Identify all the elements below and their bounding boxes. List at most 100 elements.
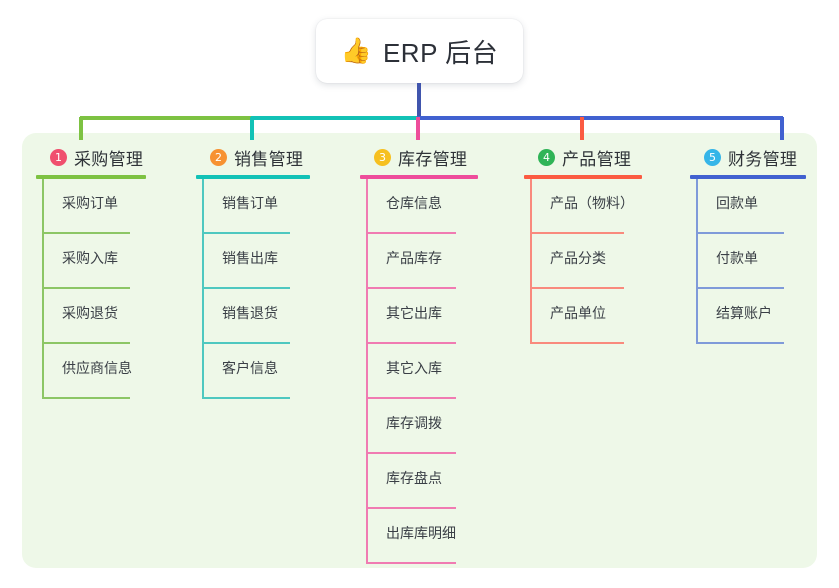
leaf-item[interactable]: 产品（物料） bbox=[524, 179, 642, 234]
leaf-spine bbox=[366, 509, 368, 564]
branch-column-1: 1 采购管理采购订单采购入库采购退货供应商信息 bbox=[36, 145, 146, 399]
leaf-spine bbox=[202, 344, 204, 399]
leaf-item-label: 销售订单 bbox=[222, 195, 278, 211]
leaf-underline bbox=[366, 397, 456, 399]
leaf-spine bbox=[530, 234, 532, 289]
leaf-item[interactable]: 客户信息 bbox=[196, 344, 310, 399]
leaf-spine bbox=[202, 179, 204, 234]
leaf-item[interactable]: 其它出库 bbox=[360, 289, 478, 344]
leaf-underline bbox=[366, 507, 456, 509]
root-node-content: 👍 ERP 后台 bbox=[341, 33, 498, 70]
leaf-item-label: 销售出库 bbox=[222, 250, 278, 266]
branch-underline-4 bbox=[524, 175, 642, 179]
leaf-item[interactable]: 回款单 bbox=[690, 179, 806, 234]
branch-underline-1 bbox=[36, 175, 146, 179]
leaf-item-label: 采购退货 bbox=[62, 305, 118, 321]
branch-column-4: 4 产品管理产品（物料） 产品分类产品单位 bbox=[524, 145, 642, 344]
leaf-underline bbox=[202, 342, 290, 344]
leaf-item-label: 产品（物料） bbox=[550, 195, 634, 211]
branch-items-1: 采购订单采购入库采购退货供应商信息 bbox=[36, 179, 146, 399]
branch-header-2[interactable]: 2 销售管理 bbox=[196, 145, 310, 169]
leaf-underline bbox=[42, 397, 130, 399]
leaf-item-label: 库存调拨 bbox=[386, 415, 442, 431]
leaf-underline bbox=[202, 287, 290, 289]
leaf-item[interactable]: 销售退货 bbox=[196, 289, 310, 344]
leaf-item[interactable]: 供应商信息 bbox=[36, 344, 146, 399]
branch-title-2: 销售管理 bbox=[234, 149, 304, 169]
branch-title-4: 产品管理 bbox=[562, 149, 632, 169]
branch-underline-2 bbox=[196, 175, 310, 179]
leaf-item-label: 付款单 bbox=[716, 250, 758, 266]
leaf-spine bbox=[366, 454, 368, 509]
leaf-spine bbox=[42, 234, 44, 289]
branch-header-1[interactable]: 1 采购管理 bbox=[36, 145, 146, 169]
leaf-underline bbox=[366, 287, 456, 289]
branch-number-badge-4: 4 bbox=[538, 148, 555, 166]
leaf-spine bbox=[696, 289, 698, 344]
branch-items-4: 产品（物料） 产品分类产品单位 bbox=[524, 179, 642, 344]
leaf-item[interactable]: 采购入库 bbox=[36, 234, 146, 289]
leaf-item-label: 出库库明细 bbox=[386, 525, 456, 541]
branches-panel bbox=[22, 133, 817, 568]
branch-number-badge-1: 1 bbox=[50, 148, 67, 166]
branch-items-5: 回款单付款单结算账户 bbox=[690, 179, 806, 344]
branch-items-2: 销售订单销售出库销售退货客户信息 bbox=[196, 179, 310, 399]
leaf-item[interactable]: 结算账户 bbox=[690, 289, 806, 344]
leaf-item[interactable]: 产品单位 bbox=[524, 289, 642, 344]
leaf-item[interactable]: 仓库信息 bbox=[360, 179, 478, 234]
leaf-underline bbox=[530, 342, 624, 344]
leaf-spine bbox=[202, 234, 204, 289]
leaf-item[interactable]: 采购订单 bbox=[36, 179, 146, 234]
leaf-spine bbox=[42, 289, 44, 344]
leaf-underline bbox=[202, 397, 290, 399]
leaf-underline bbox=[366, 452, 456, 454]
leaf-underline bbox=[366, 232, 456, 234]
leaf-item[interactable]: 产品分类 bbox=[524, 234, 642, 289]
leaf-underline bbox=[202, 232, 290, 234]
branch-title-1: 采购管理 bbox=[74, 149, 144, 169]
leaf-underline bbox=[42, 342, 130, 344]
leaf-item-label: 供应商信息 bbox=[62, 360, 132, 376]
leaf-item[interactable]: 付款单 bbox=[690, 234, 806, 289]
leaf-underline bbox=[42, 287, 130, 289]
branch-title-5: 财务管理 bbox=[728, 149, 798, 169]
leaf-spine bbox=[530, 289, 532, 344]
leaf-item[interactable]: 销售出库 bbox=[196, 234, 310, 289]
leaf-spine bbox=[366, 289, 368, 344]
branch-number-badge-2: 2 bbox=[210, 148, 227, 166]
leaf-item-label: 其它入库 bbox=[386, 360, 442, 376]
branch-underline-3 bbox=[360, 175, 478, 179]
leaf-item[interactable]: 采购退货 bbox=[36, 289, 146, 344]
branch-header-4[interactable]: 4 产品管理 bbox=[524, 145, 642, 169]
leaf-item-label: 结算账户 bbox=[716, 305, 772, 321]
leaf-item-label: 客户信息 bbox=[222, 360, 278, 376]
leaf-underline bbox=[530, 287, 624, 289]
leaf-spine bbox=[42, 344, 44, 399]
leaf-item[interactable]: 其它入库 bbox=[360, 344, 478, 399]
leaf-item-label: 采购入库 bbox=[62, 250, 118, 266]
leaf-underline bbox=[696, 287, 784, 289]
leaf-item[interactable]: 出库库明细 bbox=[360, 509, 478, 564]
leaf-item-label: 产品单位 bbox=[550, 305, 606, 321]
leaf-underline bbox=[366, 562, 456, 564]
root-node-card[interactable]: 👍 ERP 后台 bbox=[316, 19, 523, 83]
leaf-underline bbox=[696, 232, 784, 234]
branch-items-3: 仓库信息产品库存其它出库其它入库库存调拨库存盘点出库库明细 bbox=[360, 179, 478, 564]
leaf-item-label: 库存盘点 bbox=[386, 470, 442, 486]
leaf-item-label: 产品分类 bbox=[550, 250, 606, 266]
leaf-item[interactable]: 产品库存 bbox=[360, 234, 478, 289]
leaf-spine bbox=[366, 179, 368, 234]
leaf-item[interactable]: 库存调拨 bbox=[360, 399, 478, 454]
leaf-underline bbox=[42, 232, 130, 234]
leaf-item-label: 产品库存 bbox=[386, 250, 442, 266]
leaf-item-label: 仓库信息 bbox=[386, 195, 442, 211]
leaf-spine bbox=[42, 179, 44, 234]
leaf-item[interactable]: 销售订单 bbox=[196, 179, 310, 234]
branch-column-2: 2 销售管理销售订单销售出库销售退货客户信息 bbox=[196, 145, 310, 399]
leaf-item[interactable]: 库存盘点 bbox=[360, 454, 478, 509]
leaf-item-label: 回款单 bbox=[716, 195, 758, 211]
